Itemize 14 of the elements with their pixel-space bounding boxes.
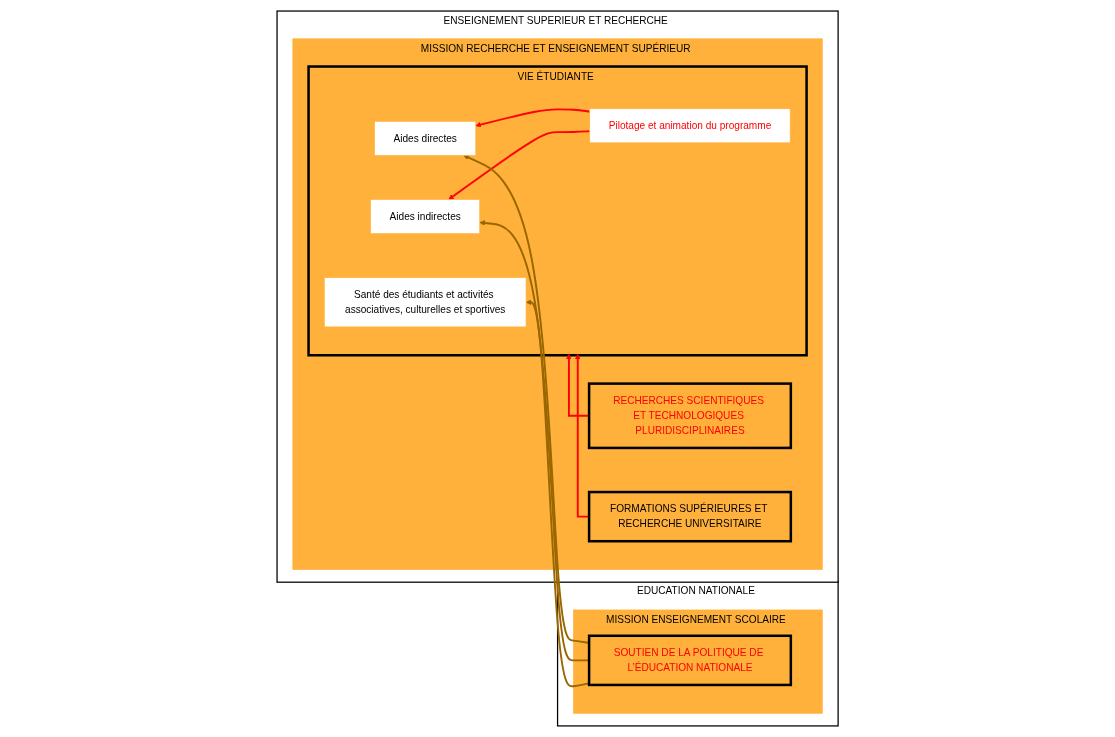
node-box: Santé des étudiants et activités associatives, culturelles et sportives bbox=[323, 277, 527, 328]
arrow bbox=[475, 108, 591, 128]
arrow bbox=[463, 154, 590, 644]
arrow bbox=[574, 353, 590, 518]
arrow bbox=[566, 353, 590, 417]
arrow bbox=[448, 130, 591, 200]
node-box: FORMATIONS SUPÉRIEURES ET RECHERCHE UNIVERSITAIRE bbox=[587, 490, 792, 543]
node-box: Aides indirectes bbox=[370, 199, 480, 234]
node-box: Aides directes bbox=[374, 121, 476, 156]
node-box: SOUTIEN DE LA POLITIQUE DE L’ÉDUCATION NATIONALE bbox=[587, 634, 792, 687]
node-box: RECHERCHES SCIENTIFIQUES ET TECHNOLOGIQUES PLURIDISCIPLINAIRES bbox=[587, 382, 792, 450]
arrow bbox=[525, 299, 590, 688]
arrow bbox=[479, 220, 590, 662]
node-box: Pilotage et animation du programme bbox=[589, 108, 791, 144]
